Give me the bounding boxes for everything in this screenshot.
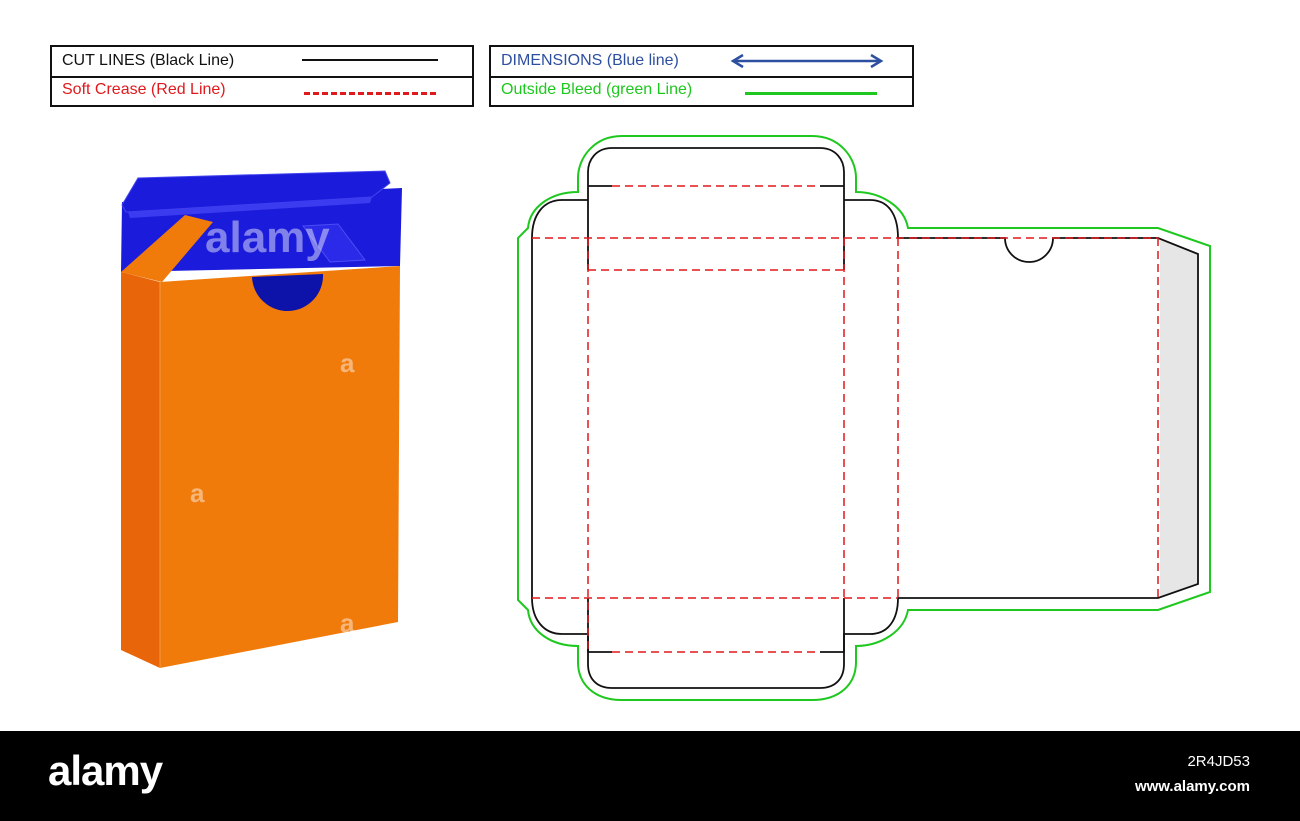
- footer-logo[interactable]: alamy: [48, 747, 163, 794]
- mockup-watermark-a3: a: [340, 608, 355, 638]
- box-mockup: alamy a a a: [121, 170, 402, 668]
- legend-outside-bleed-label: Outside Bleed (green Line): [501, 81, 693, 98]
- mockup-watermark-a2: a: [190, 478, 205, 508]
- artwork: alamy a a a: [121, 135, 1211, 701]
- dieline: [517, 135, 1211, 701]
- legend-row-cut-lines: CUT LINES (Black Line): [52, 47, 472, 76]
- legend-dimensions-label: DIMENSIONS (Blue line): [501, 52, 679, 69]
- bleed-outline: [517, 135, 1211, 701]
- box-lid: [121, 170, 391, 213]
- legend-right: DIMENSIONS (Blue line) Outside Bleed (gr…: [489, 45, 914, 107]
- crease-lines: [532, 185, 1159, 653]
- legend-row-soft-crease: Soft Crease (Red Line): [52, 76, 472, 107]
- footer-bar: alamy 2R4JD53 www.alamy.com: [0, 731, 1300, 821]
- legend-soft-crease-label: Soft Crease (Red Line): [62, 81, 226, 98]
- legend-row-dimensions: DIMENSIONS (Blue line): [491, 47, 912, 76]
- footer-image-id: 2R4JD53: [1187, 753, 1250, 770]
- mockup-watermark-a1: a: [340, 348, 355, 378]
- box-dust-flap-left: [121, 215, 213, 282]
- dimension-arrow-sample: [730, 53, 884, 69]
- glue-flap-shade: [1160, 240, 1198, 598]
- legend-cut-lines-label: CUT LINES (Black Line): [62, 52, 235, 69]
- box-front-panel: [160, 266, 400, 668]
- mockup-watermark: alamy: [205, 213, 330, 262]
- box-lid-edge: [128, 197, 372, 218]
- crease-line-sample: [304, 92, 436, 95]
- legend-row-outside-bleed: Outside Bleed (green Line): [491, 76, 912, 107]
- box-thumb-notch: [252, 274, 324, 312]
- cut-line-sample: [302, 59, 438, 61]
- box-side-panel: [121, 272, 160, 668]
- cut-outline: [531, 147, 1199, 689]
- footer-site[interactable]: www.alamy.com: [1134, 778, 1250, 795]
- bleed-line-sample: [745, 92, 877, 95]
- box-dust-flap-right: [302, 223, 366, 263]
- legend-left: CUT LINES (Black Line) Soft Crease (Red …: [50, 45, 474, 107]
